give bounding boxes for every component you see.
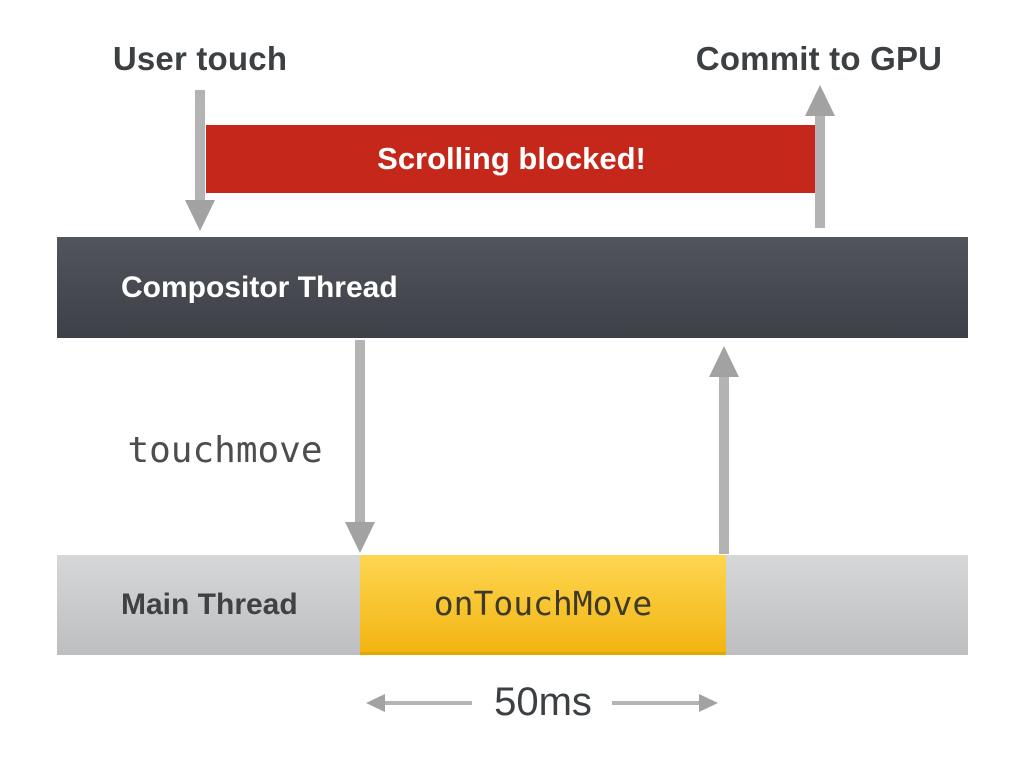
on-touch-move-label: onTouchMove (433, 584, 653, 623)
main-thread-bar: Main Thread onTouchMove (57, 555, 968, 655)
arrow-line (385, 701, 472, 705)
on-touch-move-segment: onTouchMove (360, 555, 726, 655)
arrow-shaft (355, 340, 365, 522)
user-touch-label: User touch (112, 40, 288, 77)
arrow-head-left (366, 694, 385, 712)
compositor-thread-bar: Compositor Thread (57, 237, 968, 338)
arrow-up-commit-gpu-icon (805, 85, 835, 228)
scrolling-blocked-text: Scrolling blocked! (377, 141, 646, 176)
arrow-head-right (699, 694, 718, 712)
scrolling-blocked-bar: Scrolling blocked! (206, 125, 817, 193)
arrow-head-down (345, 522, 375, 553)
arrow-head-up (805, 85, 835, 116)
arrow-down-touchmove-icon (345, 340, 375, 553)
arrow-shaft (195, 90, 205, 200)
duration-arrow-left-icon (366, 694, 472, 712)
arrow-up-handler-done-icon (709, 346, 739, 554)
compositor-thread-label: Compositor Thread (121, 270, 398, 304)
arrow-head-up (709, 346, 739, 377)
duration-arrow-right-icon (612, 694, 718, 712)
arrow-line (612, 701, 699, 705)
main-thread-label: Main Thread (121, 588, 298, 621)
arrow-shaft (815, 116, 825, 228)
touchmove-label: touchmove (127, 430, 323, 471)
arrow-head-down (185, 200, 215, 231)
commit-to-gpu-label: Commit to GPU (695, 40, 943, 77)
duration-label: 50ms (494, 680, 592, 724)
arrow-shaft (719, 377, 729, 554)
arrow-down-user-touch-icon (185, 90, 215, 231)
